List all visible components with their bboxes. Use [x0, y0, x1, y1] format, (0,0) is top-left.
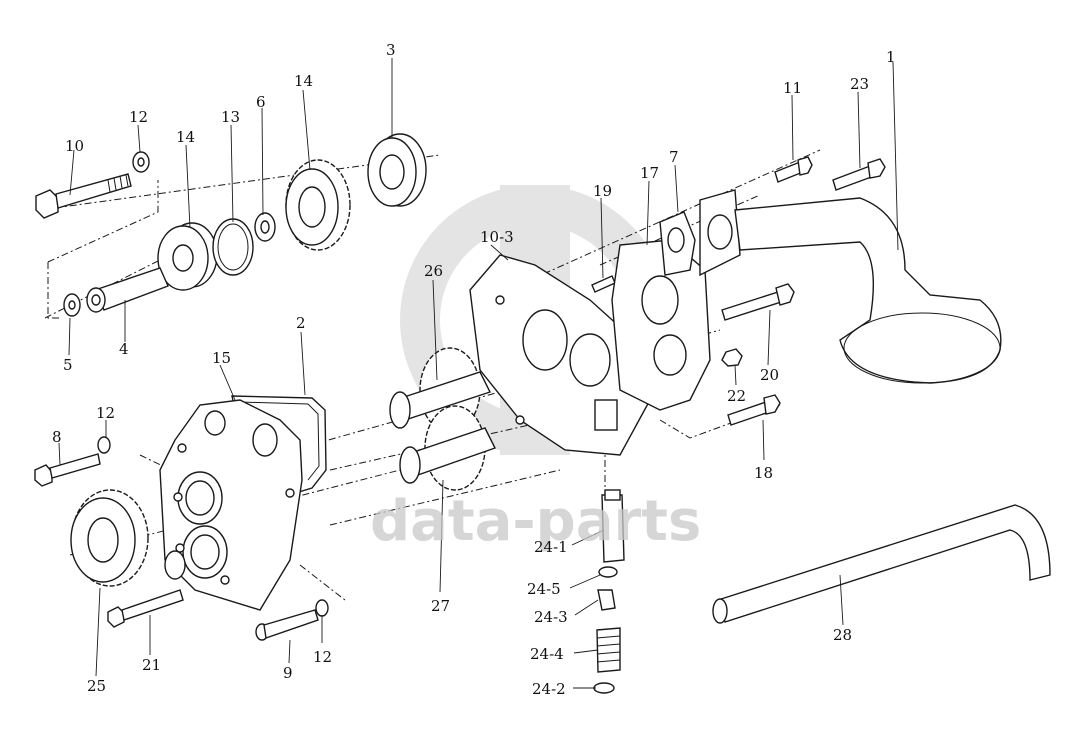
label-part-2: 2	[296, 314, 306, 332]
label-part-9: 9	[283, 664, 293, 682]
label-part-7: 7	[669, 148, 679, 166]
label-part-27: 27	[431, 597, 450, 615]
bearing-14-left	[157, 222, 218, 291]
valve-24-1	[601, 489, 625, 563]
washer-12-bottom	[315, 599, 329, 617]
label-part-6: 6	[256, 93, 266, 111]
washer-12-mid	[97, 436, 111, 454]
label-part-1: 1	[886, 48, 896, 66]
bolt-8	[34, 453, 101, 487]
valve-24-2	[593, 682, 615, 694]
shaft-4	[86, 267, 169, 313]
label-part-10: 10	[65, 137, 84, 155]
gasket-7	[659, 211, 696, 276]
bolt-10	[35, 173, 132, 219]
label-part-15: 15	[212, 349, 231, 367]
hose-28	[712, 504, 1051, 624]
label-part-14-right: 14	[294, 72, 313, 90]
label-part-24-1: 24-1	[534, 538, 568, 556]
label-part-20: 20	[760, 366, 779, 384]
watermark-text: data-parts	[370, 489, 701, 554]
label-part-14-left: 14	[176, 128, 195, 146]
pump-body-10-3	[469, 254, 651, 456]
label-part-13: 13	[221, 108, 240, 126]
snap-ring-13	[212, 218, 254, 276]
label-part-24-2: 24-2	[532, 680, 566, 698]
label-part-26: 26	[424, 262, 443, 280]
gear-27	[399, 405, 496, 491]
washer-12-top	[132, 151, 150, 173]
bolt-20	[721, 283, 795, 321]
gear-25	[70, 489, 149, 587]
label-part-24-4: 24-4	[530, 645, 564, 663]
plate-17	[611, 239, 711, 411]
label-part-3: 3	[386, 41, 396, 59]
label-part-12-mid: 12	[96, 404, 115, 422]
label-part-24-3: 24-3	[534, 608, 568, 626]
label-part-4: 4	[119, 340, 129, 358]
valve-24-5	[598, 566, 618, 578]
label-part-22: 22	[727, 387, 746, 405]
label-part-18: 18	[754, 464, 773, 482]
label-part-5: 5	[63, 356, 73, 374]
label-part-28: 28	[833, 626, 852, 644]
bolt-11	[774, 156, 813, 183]
label-part-19: 19	[593, 182, 612, 200]
bolt-21	[107, 589, 184, 628]
label-part-25: 25	[87, 677, 106, 695]
label-part-8: 8	[52, 428, 62, 446]
label-part-21: 21	[142, 656, 161, 674]
valve-24-3	[597, 589, 616, 611]
suction-pipe-1	[699, 189, 1002, 384]
label-part-10-3: 10-3	[480, 228, 514, 246]
washer-5	[63, 293, 81, 317]
bolt-18	[727, 394, 781, 426]
label-part-24-5: 24-5	[527, 580, 561, 598]
label-part-12-bottom: 12	[313, 648, 332, 666]
bolt-9	[255, 609, 319, 641]
label-part-11: 11	[783, 79, 802, 97]
label-part-12-top: 12	[129, 108, 148, 126]
gear-14-top	[285, 159, 351, 251]
leader-lines	[58, 58, 899, 689]
bearing-3	[367, 133, 427, 207]
part-labels: 1 2 3 4 5 6 7 8 9 10 10-3 11 12 12 12 13…	[52, 41, 896, 698]
housing-15	[159, 399, 303, 611]
bolt-23	[832, 158, 886, 191]
label-part-23: 23	[850, 75, 869, 93]
nut-22	[721, 348, 743, 367]
washer-6	[254, 212, 276, 242]
valve-24-4	[596, 627, 621, 673]
label-part-17: 17	[640, 164, 659, 182]
